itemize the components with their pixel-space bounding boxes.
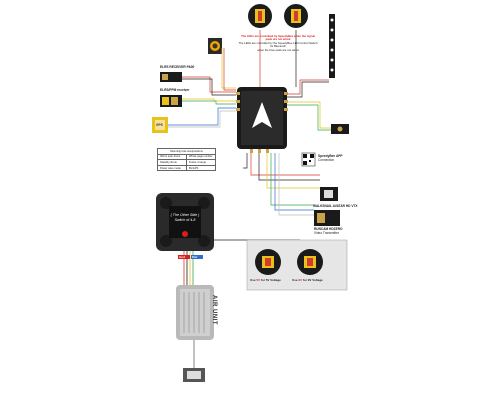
badge-pwr: Pwr (192, 255, 198, 259)
esc-board (156, 193, 214, 251)
hint-left-red: 5V (256, 278, 261, 282)
wires-left (168, 48, 236, 128)
legend-cell: Power save mode (157, 164, 187, 172)
vtx-analog-module (314, 210, 340, 226)
receiver-2-label: ELRS/PPM receiver (160, 88, 190, 92)
hint-right-pre: Use (292, 278, 298, 282)
legend-cell: BL/GPS (186, 164, 216, 172)
vtx-hd-label: WALKSNAIL AVATAR HD VTX (313, 204, 358, 208)
air-unit (176, 285, 214, 340)
top-note-line2: The LEDs are controlled by the SpeedyBee… (238, 40, 318, 49)
legend-table: Mounting hole size/positions 30mm spar d… (157, 148, 216, 172)
flight-controller (236, 87, 288, 153)
right-module-top (331, 124, 349, 134)
legend-row: Power save mode BL/GPS (157, 164, 216, 172)
voltage-hint-right: Use 9V for 9V Voltage (292, 278, 323, 282)
wires-right (259, 30, 331, 131)
hint-right-post: for 9V Voltage (302, 278, 323, 282)
top-note: The LEDs are controlled by SpeedyBee whe… (238, 34, 318, 52)
qr-code (301, 152, 316, 167)
esc-line1: ( The Other Side ) (170, 213, 200, 217)
vtx-analog-label: Video Transmitter (314, 231, 339, 235)
gps-label: GPS (156, 123, 163, 127)
camera (208, 38, 222, 54)
receiver-1-label: ELRS RECEIVER PA00 (160, 65, 195, 69)
speedybee-label: SpeedyBee APP (318, 154, 343, 158)
wires-bottom (243, 153, 320, 216)
badge-markers (178, 255, 203, 259)
receiver-2 (160, 95, 182, 107)
antenna (183, 368, 205, 382)
gps-module (152, 117, 168, 133)
esc-board-text: ( The Other Side ) Switch of 4-8 (166, 213, 204, 222)
air-unit-label: AIR UNIT (211, 295, 217, 325)
top-note-line3: when the blue pads are not wired (257, 47, 299, 52)
top-connector-right (284, 4, 308, 28)
vtx-hd-module (320, 187, 338, 201)
top-note-red: The LEDs are controlled by SpeedyBee whe… (241, 34, 315, 42)
voltage-hint-left: Use 5V for 5V Voltage (250, 278, 281, 282)
led-strip (329, 14, 335, 78)
badge-gnd: Gnd (179, 255, 185, 259)
hint-right-red: 9V (298, 278, 303, 282)
voltage-panel (246, 239, 348, 291)
vtx-analog-name-label: RUNCAM HDZERO (314, 227, 343, 231)
receiver-1 (160, 72, 182, 82)
esc-line2: Switch of 4-8 (174, 217, 196, 222)
hint-left-pre: Use (250, 278, 256, 282)
speedybee-sub-label: Connection (318, 158, 335, 162)
top-connector-left (248, 4, 272, 28)
hint-left-post: for 5V Voltage (260, 278, 281, 282)
